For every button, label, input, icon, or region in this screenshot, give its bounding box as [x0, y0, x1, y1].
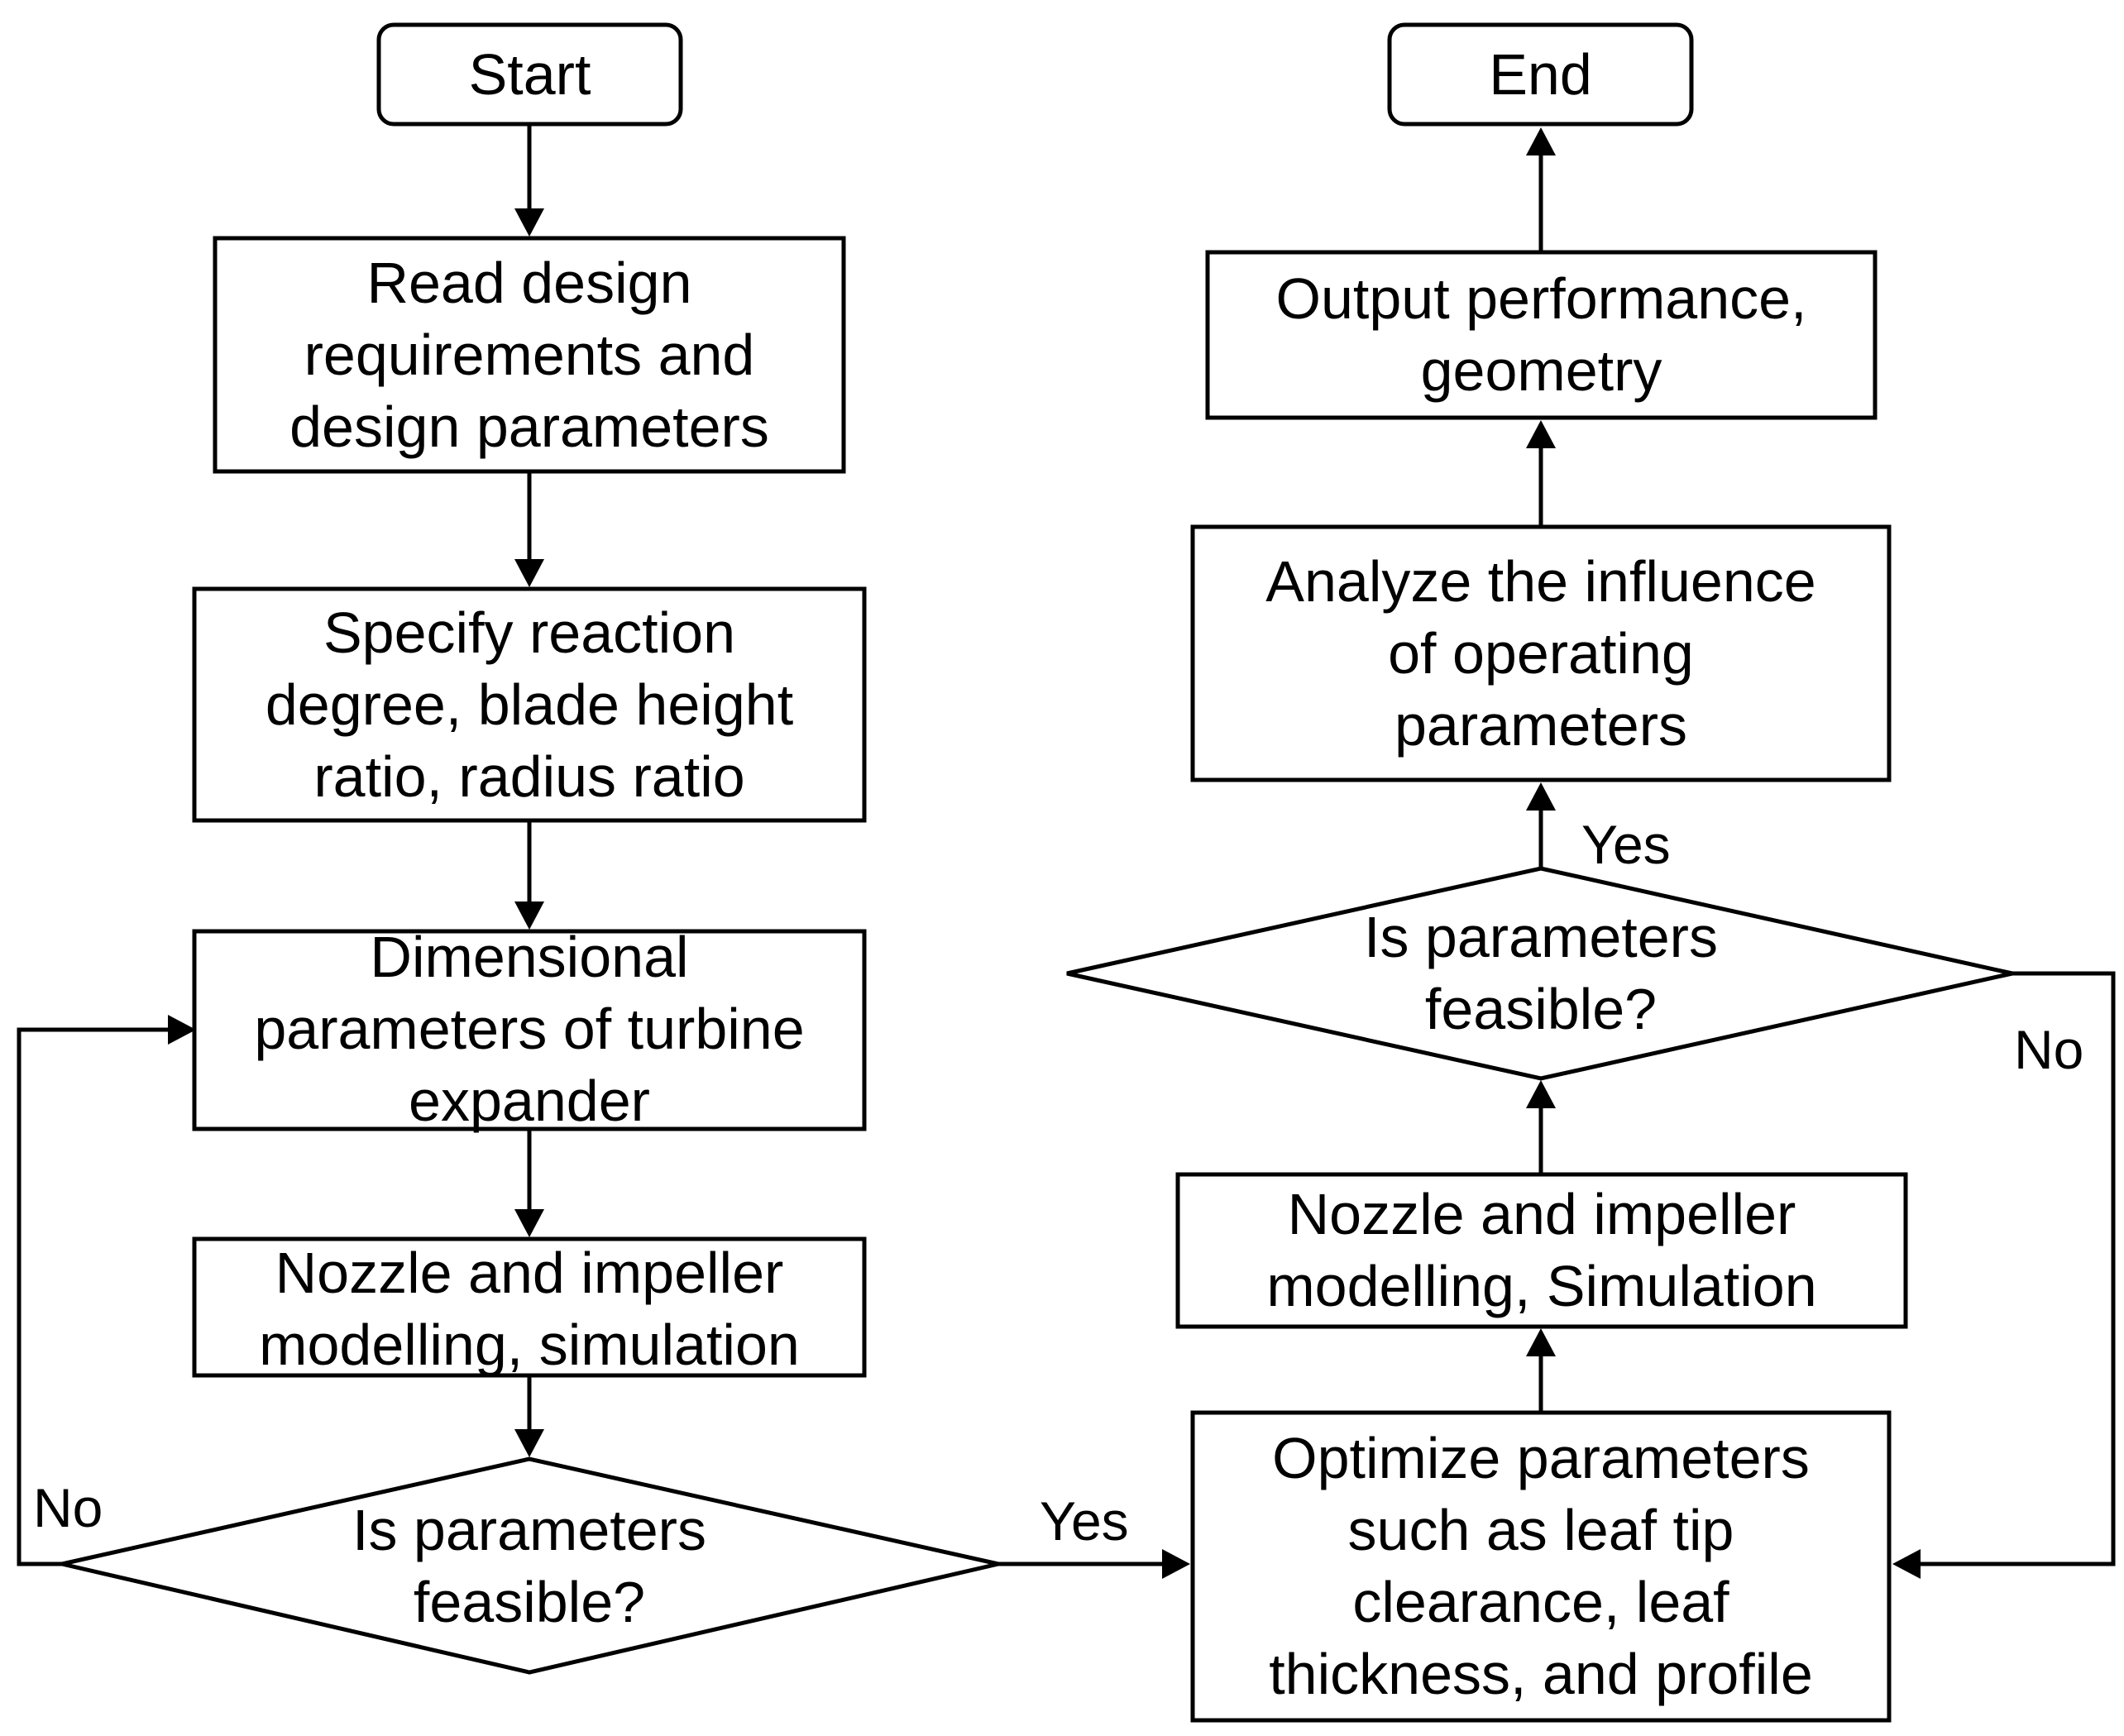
arrowhead-up: [1526, 782, 1556, 811]
edge-label-no-right: No: [2014, 1019, 2084, 1080]
arrowhead-up: [1526, 1080, 1556, 1108]
edge-label-yes-left: Yes: [1040, 1490, 1129, 1552]
arrowhead-right: [1162, 1549, 1190, 1579]
end-terminal: [1387, 22, 1694, 127]
modelling-simulation-box: [192, 1236, 867, 1378]
output-performance-box: [1205, 250, 1878, 420]
arrowhead-down: [514, 208, 544, 237]
dimensional-parameters-label: Dimensional parameters of turbine expand…: [254, 925, 805, 1133]
feasibility-decision-left-label: Is parameters feasible?: [352, 1498, 706, 1634]
start-terminal: [376, 22, 683, 127]
arrowhead-down: [514, 1209, 544, 1237]
modelling-simulation-right-label: Nozzle and impeller modelling, Simulatio…: [1266, 1182, 1817, 1318]
arrowhead-up: [1526, 127, 1556, 155]
edge-label-no-left: No: [33, 1477, 103, 1538]
connector-no-loop-right: [1917, 971, 2116, 1566]
modelling-simulation-label: Nozzle and impeller modelling, simulatio…: [259, 1241, 800, 1377]
end-label: End: [1489, 41, 1592, 107]
arrowhead-left: [1892, 1549, 1921, 1579]
edge-label-yes-right: Yes: [1581, 814, 1671, 875]
dimensional-parameters-box: [192, 929, 867, 1131]
analyze-influence-box: [1190, 524, 1892, 782]
read-requirements-label: Read design requirements and design para…: [289, 250, 769, 459]
specify-ratios-box: [192, 586, 867, 823]
arrowhead-down: [514, 901, 544, 930]
arrowhead-up: [1526, 1328, 1556, 1356]
feasibility-decision-right: [1066, 866, 2013, 1081]
arrowhead-right: [168, 1015, 196, 1045]
output-performance-label: Output performance, geometry: [1275, 266, 1807, 403]
read-requirements-box: [213, 236, 846, 474]
modelling-simulation-right-box: [1175, 1172, 1908, 1329]
start-label: Start: [468, 41, 591, 107]
feasibility-decision-left: [61, 1456, 999, 1675]
optimize-parameters-label: Optimize parameters such as leaf tip cle…: [1269, 1426, 1813, 1706]
arrowhead-up: [1526, 420, 1556, 448]
feasibility-decision-right-label: Is parameters feasible?: [1364, 905, 1718, 1041]
arrowhead-down: [514, 559, 544, 587]
connector-no-loop-left: [17, 1027, 174, 1566]
analyze-influence-label: Analyze the influence of operating param…: [1265, 548, 1816, 758]
optimize-parameters-box: [1190, 1410, 1892, 1723]
specify-ratios-label: Specify reaction degree, blade height ra…: [265, 600, 794, 809]
arrowhead-down: [514, 1429, 544, 1457]
